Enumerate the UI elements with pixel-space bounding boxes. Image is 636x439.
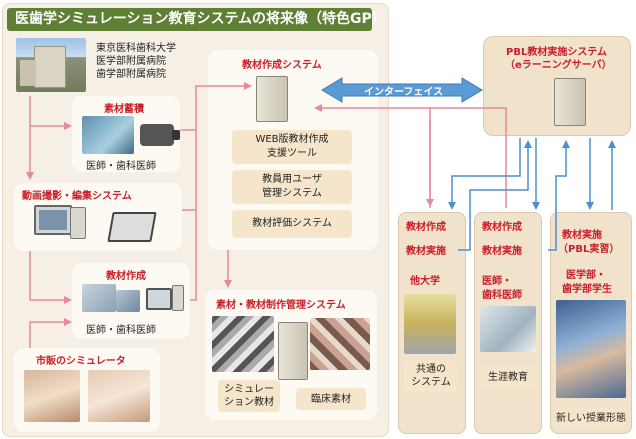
arrow-other-to-pbl xyxy=(458,140,532,251)
arrow-creation-to-authoring xyxy=(190,210,197,301)
students-pbl: （PBL実習） xyxy=(558,244,620,255)
university-name: 東京医科歯科大学 xyxy=(96,43,176,54)
students-org-line2: 歯学部学生 xyxy=(562,284,612,295)
page-title: 医歯学シミュレーション教育システムの将来像（特色GP） xyxy=(7,8,386,31)
doctors-caption: 生涯教育 xyxy=(480,366,536,388)
arrow-doctors-to-pbl xyxy=(548,140,570,251)
other-univ-caption: 共通の システム xyxy=(404,360,458,392)
clinical-material: 臨床素材 xyxy=(296,388,366,410)
management-collage-right xyxy=(310,318,370,370)
arrow-simulator-to-creation xyxy=(29,318,72,348)
interface-label: インターフェイス xyxy=(364,87,444,98)
clinical-material-label: 臨床素材 xyxy=(311,393,351,405)
medical-hospital-name: 医学部附属病院 xyxy=(96,56,166,67)
workstation-icon xyxy=(146,288,172,310)
students-org-line1: 医学部・ xyxy=(566,270,606,281)
other-univ-caption-line1: 共通の xyxy=(416,364,446,375)
simulator-photo-2 xyxy=(88,370,150,422)
simulation-material: シミュレー ション教材 xyxy=(218,380,280,412)
pbl-system-subtitle: （eラーニングサーバ） xyxy=(505,60,612,71)
teacher-user-management-line2: 管理システム xyxy=(262,188,322,199)
arrow-univ-to-storage xyxy=(29,96,72,130)
students-implement: 教材実施 xyxy=(562,230,602,241)
arrow-storage-to-authoring xyxy=(180,82,252,131)
dental-hospital-name: 歯学部附属病院 xyxy=(96,69,166,80)
web-authoring-tool-line1: WEB版教材作成 xyxy=(255,134,329,145)
simulator-photo-1 xyxy=(24,370,80,422)
simulator-title: 市販のシミュレータ xyxy=(36,356,126,367)
web-authoring-tool-line2: 支援ツール xyxy=(267,148,317,159)
arrow-doctors-to-authoring xyxy=(430,107,507,208)
city-buildings-image xyxy=(404,294,456,354)
arrow-other-to-authoring xyxy=(314,104,431,208)
video-camera-icon xyxy=(140,124,180,146)
management-collage-left xyxy=(212,316,274,372)
creation-photo-1 xyxy=(82,284,116,312)
authoring-server-icon xyxy=(256,76,288,122)
creation-photo-2 xyxy=(116,290,140,312)
arrow-video-to-creation xyxy=(29,251,72,304)
students-caption-label: 新しい授業形態 xyxy=(556,412,626,424)
arrow-pbl-to-other xyxy=(448,138,521,210)
web-authoring-tool: WEB版教材作成 支援ツール xyxy=(232,130,352,164)
students-photo xyxy=(556,300,626,398)
workstation-tower-icon xyxy=(172,285,184,311)
teacher-user-management: 教員用ユーザ 管理システム xyxy=(232,170,352,204)
doctors-create: 教材作成 xyxy=(482,222,522,233)
material-evaluation-system-label: 教材評価システム xyxy=(252,218,332,229)
management-server-icon xyxy=(278,322,308,380)
teacher-user-management-line1: 教員用ユーザ xyxy=(262,174,322,185)
other-univ-create: 教材作成 xyxy=(406,222,446,233)
doctors-photo xyxy=(480,306,536,352)
material-creation-title: 教材作成 xyxy=(106,271,146,282)
computer-tower-icon xyxy=(70,207,86,239)
arrow-video-to-authoring xyxy=(182,130,197,211)
material-storage-title: 素材蓄積 xyxy=(104,104,144,115)
doctors-caption-label: 生涯教育 xyxy=(488,371,528,383)
surgery-photo xyxy=(82,116,134,154)
pbl-server-icon xyxy=(554,78,586,126)
authoring-system-title: 教材作成システム xyxy=(242,60,322,71)
video-system-title: 動画撮影・編集システム xyxy=(22,191,132,202)
simulation-material-line2: ション教材 xyxy=(224,397,274,408)
students-caption: 新しい授業形態 xyxy=(556,408,626,428)
interface-double-arrow xyxy=(321,77,483,103)
material-storage-caption: 医師・歯科医師 xyxy=(86,161,156,172)
doctors-implement: 教材実施 xyxy=(482,246,522,257)
other-univ-org: 他大学 xyxy=(410,276,440,287)
material-evaluation-system: 教材評価システム xyxy=(232,210,352,238)
doctors-org-line2: 歯科医師 xyxy=(482,290,522,301)
other-univ-caption-line2: システム xyxy=(411,377,451,388)
doctors-org-line1: 医師・ xyxy=(482,276,512,287)
simulation-material-line1: シミュレー xyxy=(224,384,274,395)
hospital-building-image xyxy=(16,38,86,92)
pbl-system-title: PBL教材実施システム xyxy=(506,47,608,58)
management-system-title: 素材・教材制作管理システム xyxy=(216,300,346,311)
desktop-computer-icon xyxy=(34,205,72,235)
other-univ-implement: 教材実施 xyxy=(406,246,446,257)
material-creation-caption: 医師・歯科医師 xyxy=(86,325,156,336)
